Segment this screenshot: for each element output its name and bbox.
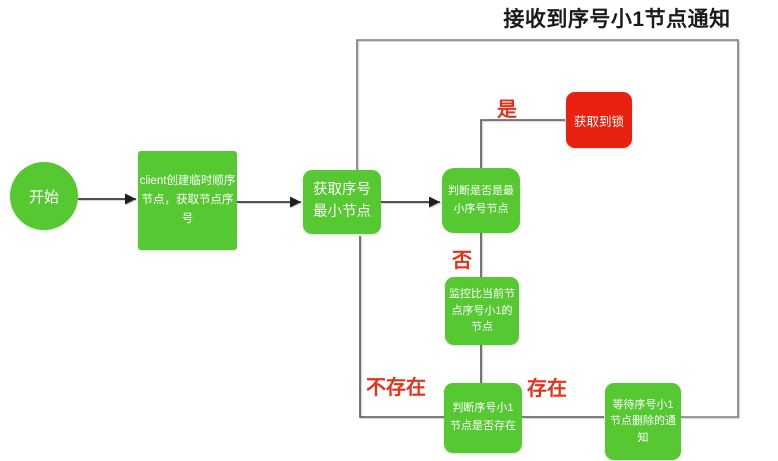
edge-label-not-exist: 不存在	[366, 377, 426, 399]
watch-node-label: 监控比当前节 点序号小1的 节点	[449, 288, 515, 334]
get-min-node: 获取序号 最小节点	[303, 170, 381, 234]
lock-acquired-node-label: 获取到锁	[573, 114, 624, 129]
edge-label-yes: 是	[497, 99, 517, 121]
edge-yes-to-lock	[481, 120, 565, 168]
start-node-label: 开始	[28, 188, 59, 206]
diagram-title: 接收到序号小1节点通知	[503, 8, 731, 31]
wait-node-label: 等待序号小1 节点删除的通 知	[610, 398, 676, 444]
edge-label-no: 否	[452, 250, 472, 272]
get-min-node-label: 获取序号 最小节点	[313, 182, 371, 220]
create-node-label: client创建临时顺序 节点，获取节点序号	[139, 175, 236, 225]
start-node: 开始	[10, 162, 78, 230]
check-exist-node-label: 判断序号小1 节点是否存在	[450, 402, 516, 432]
edge-label-exist: 存在	[527, 378, 567, 400]
check-min-node: 判断是否是最 小序号节点	[442, 168, 520, 233]
edge-notexist-to-getmin	[360, 236, 444, 417]
edge-notify-loop	[357, 40, 738, 417]
create-node: client创建临时顺序 节点，获取节点序号	[138, 151, 237, 250]
wait-node: 等待序号小1 节点删除的通 知	[605, 383, 681, 460]
lock-acquired-node: 获取到锁	[566, 92, 632, 148]
check-min-node-label: 判断是否是最 小序号节点	[448, 184, 514, 215]
check-exist-node: 判断序号小1 节点是否存在	[444, 383, 522, 453]
watch-node: 监控比当前节 点序号小1的 节点	[445, 277, 519, 345]
